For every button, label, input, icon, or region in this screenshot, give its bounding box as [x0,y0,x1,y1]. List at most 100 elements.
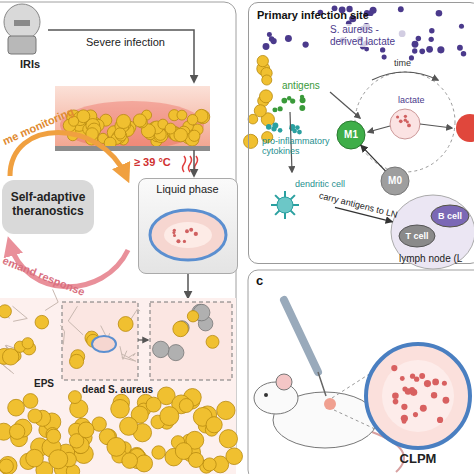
cytokine-dot [278,128,283,133]
lactate-dot [419,49,425,55]
diagram-node: lymph node (LB cellT cell [391,195,474,269]
heat-wave [189,156,192,172]
diagram-node: Self-adaptive theranostics [2,180,94,234]
syringe-body [284,300,318,372]
drug-dot [414,377,419,382]
zoom-frame [62,302,138,380]
vesicle-dot [396,116,399,119]
eps-network [45,289,58,310]
bacteria-cell [9,424,24,439]
lactate-dot [269,36,275,42]
m2-macrophage [456,114,474,142]
annotation-label: antigens [282,80,320,92]
eps-network [120,346,127,359]
bacteria-cell [68,391,81,404]
vesicle-dot [404,115,407,118]
drug-dot [183,240,186,243]
bacteria-cell [177,110,187,120]
bacteria-cell [146,397,161,412]
edge-label: carry antigens to LN [317,191,398,221]
lactate-dot [364,47,369,52]
dendritic-body [277,197,293,213]
node-text: dendritic cell [295,179,345,189]
eps-network [128,353,135,357]
lactate-dot [426,46,433,53]
cytokine-dot [297,130,302,135]
lactate-dot [459,24,464,29]
bacteria-cell [160,407,179,426]
mouse-head [254,382,298,414]
drug-dot [409,387,415,393]
antigen-dot [278,106,283,111]
antigen-dot [272,107,277,112]
antigen-dot [281,98,287,104]
eps-network [130,309,140,320]
node-outline [431,205,469,227]
node-outline [391,195,474,269]
process-arrow [48,30,194,82]
lactate-dot [412,48,417,53]
heat-wave [183,156,186,172]
diagram-node: M0 [381,167,409,195]
annotation-label: ≥ 39 °C [134,156,171,169]
node-outline [381,167,409,195]
bacteria-cell [248,114,258,124]
antigen-dot [287,96,291,100]
bacteria-cell [0,456,17,474]
lactate-dot [263,43,270,50]
node-text: Primary infection site [257,9,369,22]
macrophage-cell [390,109,420,139]
time-arrow [372,72,438,80]
bacteria-cell [78,422,94,438]
process-arrow [330,92,360,118]
drug-dot [432,379,439,386]
node-text: CLPM [362,452,474,467]
node-text: B cell [431,205,469,227]
bacteria-cell [47,429,61,443]
diagram-node: M1 [337,121,365,149]
bacteria-cell [22,338,33,349]
bacteria-cell [257,55,268,66]
bacteria-cell [107,437,126,456]
vesicle-dot [399,120,403,124]
syringe-needle [318,372,326,396]
process-arrow [138,339,148,340]
bacteria-cell [260,90,273,103]
node-text: Self-adaptive theranostics [2,191,94,219]
process-arrow [368,126,390,132]
implant-part [4,4,40,40]
bacteria-cell [0,459,13,473]
heat-wave [195,156,198,172]
panel-frame [248,270,474,474]
drug-dot [172,231,175,234]
bacteria-cell [8,399,25,416]
drug-dot [185,229,189,233]
lactate-dot [436,10,443,17]
biofilm-panel [0,298,236,474]
dead-bacteria [168,345,184,361]
bacteria-cell [206,335,219,348]
annotation-label: EPS [34,378,54,390]
drug-dot [442,381,447,386]
process-arrow [187,274,189,298]
annotation-label: me monitoring [1,105,76,148]
diagram-node: T cell [399,225,435,247]
mouse-eye [264,393,268,397]
cytokine-dot [266,124,272,130]
capsule-core [382,360,454,432]
bacteria-cell [118,317,133,332]
bacteria-cell [219,430,237,448]
drug-dot [189,228,193,232]
drug-dot [402,419,407,424]
bacteria-cell [188,452,203,467]
node-outline [337,121,365,149]
annotation-label: pro-inflammatory cytokines [262,136,344,157]
implant-part [14,20,30,26]
diagram-node: CLPM [362,340,474,472]
bacteria-cell [187,114,197,124]
bacteria-cell [116,114,130,128]
capsule-core [164,222,212,248]
drug-dot [401,404,407,410]
bacteria-cell [120,417,138,435]
